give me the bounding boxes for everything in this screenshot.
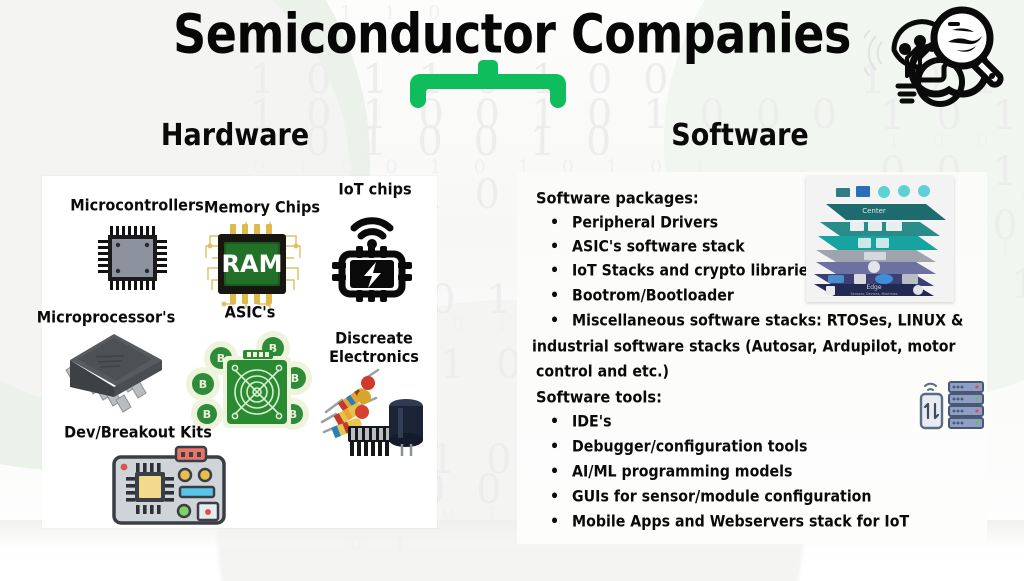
software-packages-heading: Software packages:: [536, 188, 699, 209]
hardware-label-discrete-electronics: Discreate Electronics: [318, 330, 430, 368]
svg-text:B: B: [199, 378, 207, 391]
software-tools-heading: Software tools:: [536, 387, 662, 408]
page-title: Semiconductor Companies: [173, 2, 851, 66]
hardware-label-memory-chips: Memory Chips: [204, 199, 320, 217]
dev-board-icon: [112, 445, 226, 525]
edge-center-stack-diagram: Center Edge Sensors, Devices, Machines: [806, 176, 954, 302]
hardware-label-microcontrollers: Microcontrollers: [70, 197, 204, 215]
hardware-label-microprocessors: Microprocessor's: [36, 309, 176, 327]
green-bracket-accent: [410, 60, 566, 108]
svg-text:RAM: RAM: [222, 250, 283, 278]
software-tool-item: AI/ML programming models: [536, 463, 792, 481]
binary-row: 0 1 0 0 1 0: [305, 119, 621, 165]
svg-text:B: B: [217, 352, 225, 365]
software-package-item: Bootrom/Bootloader: [536, 287, 734, 305]
hardware-label-asics: ASIC's: [224, 304, 276, 322]
svg-text:B: B: [203, 408, 211, 421]
svg-text:Sensors, Devices, Machines: Sensors, Devices, Machines: [850, 292, 897, 296]
software-tool-item: GUIs for sensor/module configuration: [536, 488, 872, 506]
software-tool-item: IDE's: [536, 413, 612, 431]
svg-text:B: B: [291, 372, 299, 385]
svg-text:B: B: [289, 408, 297, 421]
hardware-section-title: Hardware: [160, 118, 310, 153]
stack-center-label: Center: [862, 207, 886, 215]
resistors-capacitor-icon: [320, 368, 423, 456]
discrete-electronics-text: Discreate Electronics: [329, 330, 419, 367]
software-package-item: Peripheral Drivers: [536, 214, 718, 232]
lightbulb-gear-magnifier-icon: [864, 6, 1004, 107]
software-package-item: Miscellaneous software stacks: RTOSes, L…: [536, 312, 963, 330]
software-package-continuation: control and etc.): [536, 363, 670, 381]
software-package-item: ASIC's software stack: [536, 238, 745, 256]
binary-row: 1 0 0 1 0 1: [888, 130, 1024, 152]
iot-chip-wifi-icon: [332, 217, 412, 302]
software-section-title: Software: [671, 118, 809, 153]
software-tool-item: Mobile Apps and Webservers stack for IoT: [536, 513, 909, 531]
software-tool-item: Debugger/configuration tools: [536, 438, 807, 456]
stack-edge-label: Edge: [866, 284, 881, 291]
mobile-server-transfer-icon: [919, 381, 984, 430]
software-package-item: IoT Stacks and crypto libraries: [536, 262, 817, 280]
hardware-label-dev-kits: Dev/Breakout Kits: [64, 424, 212, 442]
microprocessor-dip-icon: [65, 334, 162, 413]
microcontroller-chip-icon: [98, 226, 167, 290]
ram-chip-icon: RAM: [205, 222, 301, 308]
software-package-continuation: industrial software stacks (Autosar, Ard…: [532, 338, 956, 356]
hardware-label-iot-chips: IoT chips: [338, 181, 412, 199]
svg-text:B: B: [269, 342, 277, 355]
